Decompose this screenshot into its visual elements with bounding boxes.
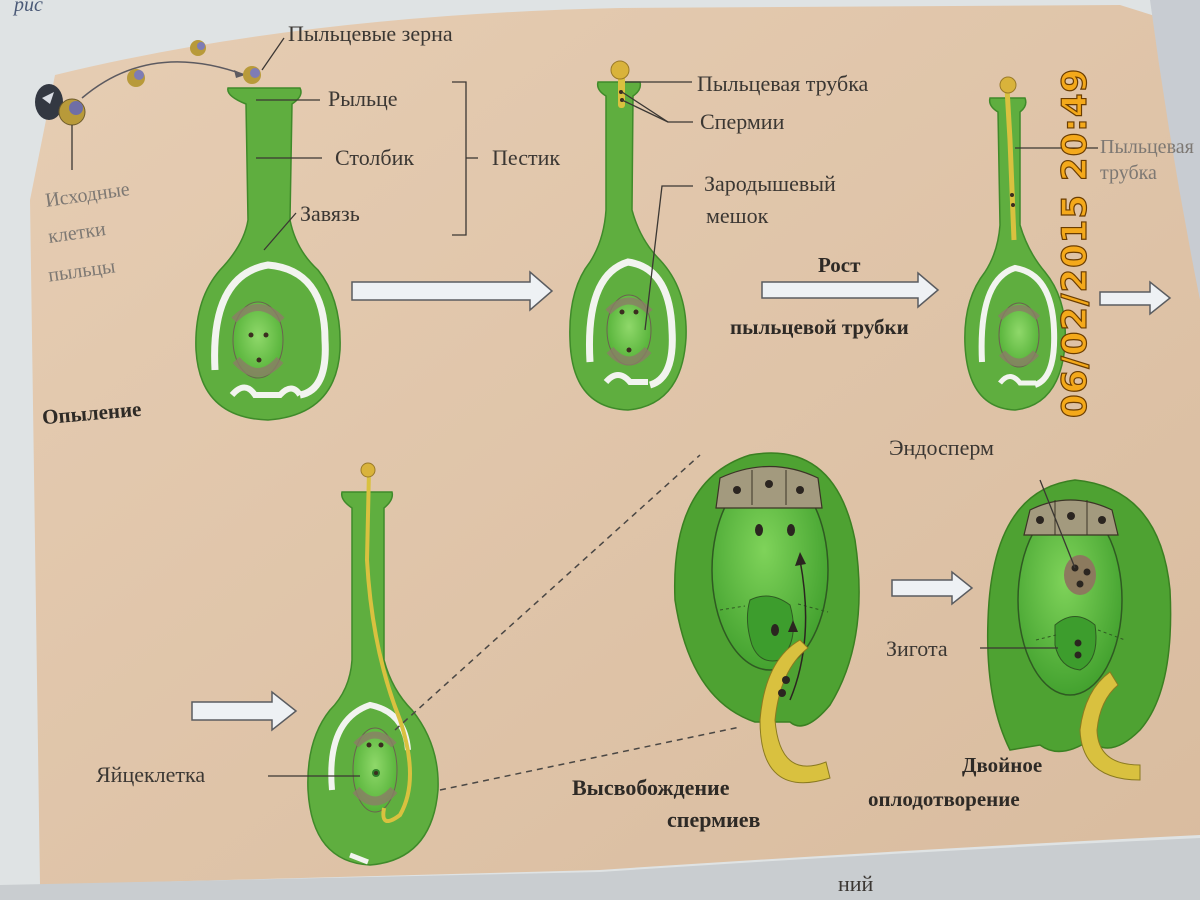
label-pollen-tube-3b: трубка	[1100, 162, 1157, 184]
label-style: Столбик	[335, 145, 415, 170]
beige-panel	[30, 5, 1200, 885]
label-pollen-tube-3a: Пыльцевая	[1100, 136, 1194, 158]
arrow-3	[1099, 280, 1172, 316]
pistil-stage4	[307, 462, 439, 866]
arrow-2	[761, 271, 940, 309]
zoom-dashed-lines	[394, 454, 741, 791]
label-pistil: Пестик	[492, 145, 561, 170]
caption-double-fert-2: оплодотворение	[868, 787, 1020, 811]
ovule-enlarged-sperm-release	[673, 452, 860, 784]
label-sperm: Спермии	[700, 109, 785, 134]
arrow-1	[351, 270, 554, 312]
camera-timestamp: 06/02/2015 20:49	[1054, 67, 1095, 418]
page-corner-text: рис	[14, 0, 43, 16]
label-pollen-grains: Пыльцевые зерна	[288, 21, 453, 46]
caption-sperm-release-2: спермиев	[667, 807, 761, 832]
label-zygote: Зигота	[886, 636, 948, 661]
pistil-stage1	[195, 87, 341, 421]
pistil-stage3	[964, 76, 1067, 411]
caption-growth-1: Рост	[818, 253, 861, 277]
label-pollen-tube: Пыльцевая трубка	[697, 71, 869, 96]
bottom-partial-text: ний	[838, 871, 874, 896]
page-edge	[1150, 0, 1200, 300]
ovule-double-fertilization	[986, 479, 1172, 781]
stage2-leader-lines	[621, 81, 693, 331]
stage1-leader-lines	[71, 37, 478, 251]
caption-growth-2: пыльцевой трубки	[730, 315, 909, 339]
label-egg-cell: Яйцеклетка	[96, 762, 206, 787]
stage6-leader-lines	[980, 479, 1076, 649]
pistil-stage2	[569, 60, 687, 411]
page-bottom-area	[0, 838, 1200, 900]
label-stigma: Рыльце	[328, 86, 398, 111]
arrow-5	[891, 570, 974, 606]
caption-double-fert-1: Двойное	[962, 753, 1043, 777]
label-embryo-sac-2: мешок	[706, 203, 769, 228]
label-embryo-sac-1: Зародышевый	[704, 171, 836, 196]
pollen-grains-flight	[35, 40, 261, 126]
arrow-4	[191, 690, 298, 732]
caption-sperm-release-1: Высвобождение	[572, 775, 730, 800]
label-ovary: Завязь	[300, 201, 360, 226]
label-endosperm: Эндосперм	[889, 435, 994, 460]
